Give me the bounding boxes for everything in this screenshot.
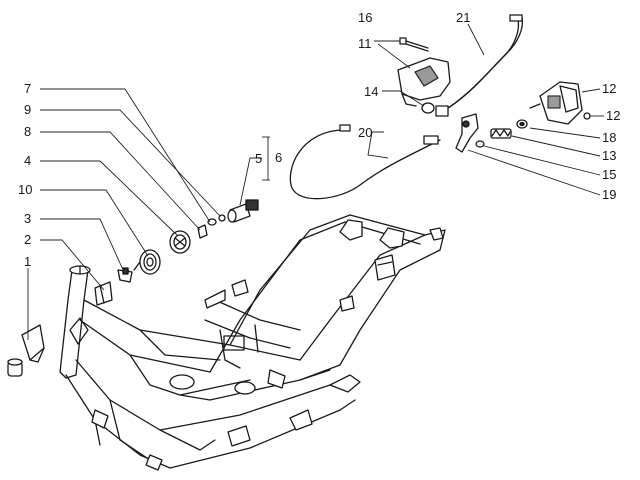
callout-7: 7 (24, 81, 31, 96)
callout-14: 14 (364, 84, 378, 99)
part-4-lock-housing (169, 230, 191, 254)
part-11-bracket (397, 57, 451, 107)
part-16-bolt (399, 37, 429, 52)
callout-21: 21 (456, 10, 470, 25)
part-20-cable (289, 124, 441, 200)
callout-labels: 1 2 3 4 10 8 9 7 5 6 16 11 14 20 21 12 1… (18, 10, 620, 269)
part-10-spring (133, 249, 161, 275)
callout-12b: 12 (606, 108, 620, 123)
callout-2: 2 (24, 232, 31, 247)
part-13-spring (490, 128, 512, 139)
callout-20: 20 (358, 125, 372, 140)
part-5-lock-barrel (227, 199, 259, 223)
part-21-cable (435, 14, 524, 117)
part-3-clip (117, 267, 133, 283)
callout-16: 16 (358, 10, 372, 25)
part-14-nut (421, 102, 435, 114)
part-12-actuator (529, 81, 583, 125)
part-15-plunger (475, 140, 485, 148)
callout-6: 6 (275, 150, 282, 165)
part-9-washer (218, 214, 226, 222)
callout-15: 15 (602, 167, 616, 182)
part-12-washer (583, 112, 591, 120)
callout-8: 8 (24, 124, 31, 139)
callout-11: 11 (358, 36, 372, 51)
callout-3: 3 (24, 211, 31, 226)
part-2-bushing (94, 281, 113, 306)
callout-10: 10 (18, 182, 32, 197)
callout-18: 18 (602, 130, 616, 145)
callout-19: 19 (602, 187, 616, 202)
part-7-washer (207, 218, 217, 226)
callout-4: 4 (24, 153, 31, 168)
part-8-pin (197, 224, 208, 239)
part-18-washer (516, 119, 528, 129)
callout-5: 5 (255, 151, 262, 166)
part-1-bushing (7, 324, 45, 377)
part-19-lever (455, 113, 479, 153)
callout-1: 1 (24, 254, 31, 269)
callout-9: 9 (24, 102, 31, 117)
leader-lines (27, 23, 604, 340)
scooter-frame (59, 214, 446, 471)
callout-12a: 12 (602, 81, 616, 96)
callout-13: 13 (602, 148, 616, 163)
